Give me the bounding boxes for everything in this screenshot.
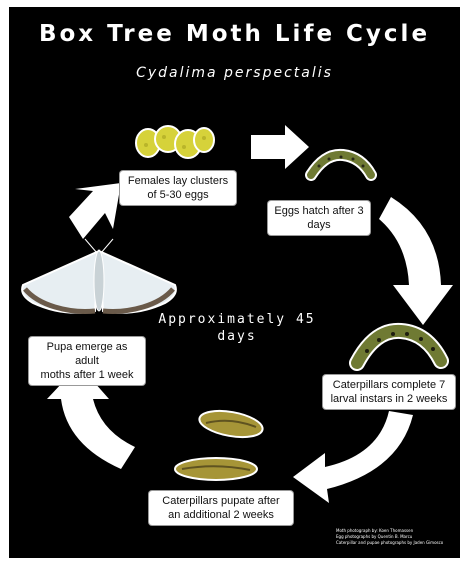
arrow-emerge-to-eggs bbox=[69, 183, 121, 239]
stage-label-pupate: Caterpillars pupate after an additional … bbox=[149, 491, 293, 525]
arrow-hatch-to-instars bbox=[379, 197, 453, 325]
arrow-instars-to-pupate bbox=[293, 411, 413, 503]
photo-credits: Moth photograph by: Koen Thomassen Egg p… bbox=[336, 528, 443, 546]
stage-label-instars: Caterpillars complete 7 larval instars i… bbox=[323, 375, 455, 409]
stage-label-emerge: Pupa emerge as adult moths after 1 week bbox=[29, 337, 145, 385]
stage-label-eggs: Females lay clusters of 5-30 eggs bbox=[120, 171, 236, 205]
stage-label-hatch: Eggs hatch after 3 days bbox=[268, 201, 370, 235]
cycle-duration-note: Approximately 45 days bbox=[157, 311, 317, 345]
arrow-eggs-to-hatch bbox=[251, 125, 309, 169]
life-cycle-poster: Box Tree Moth Life Cycle Cydalima perspe… bbox=[9, 7, 460, 558]
cycle-arrows bbox=[9, 7, 460, 558]
